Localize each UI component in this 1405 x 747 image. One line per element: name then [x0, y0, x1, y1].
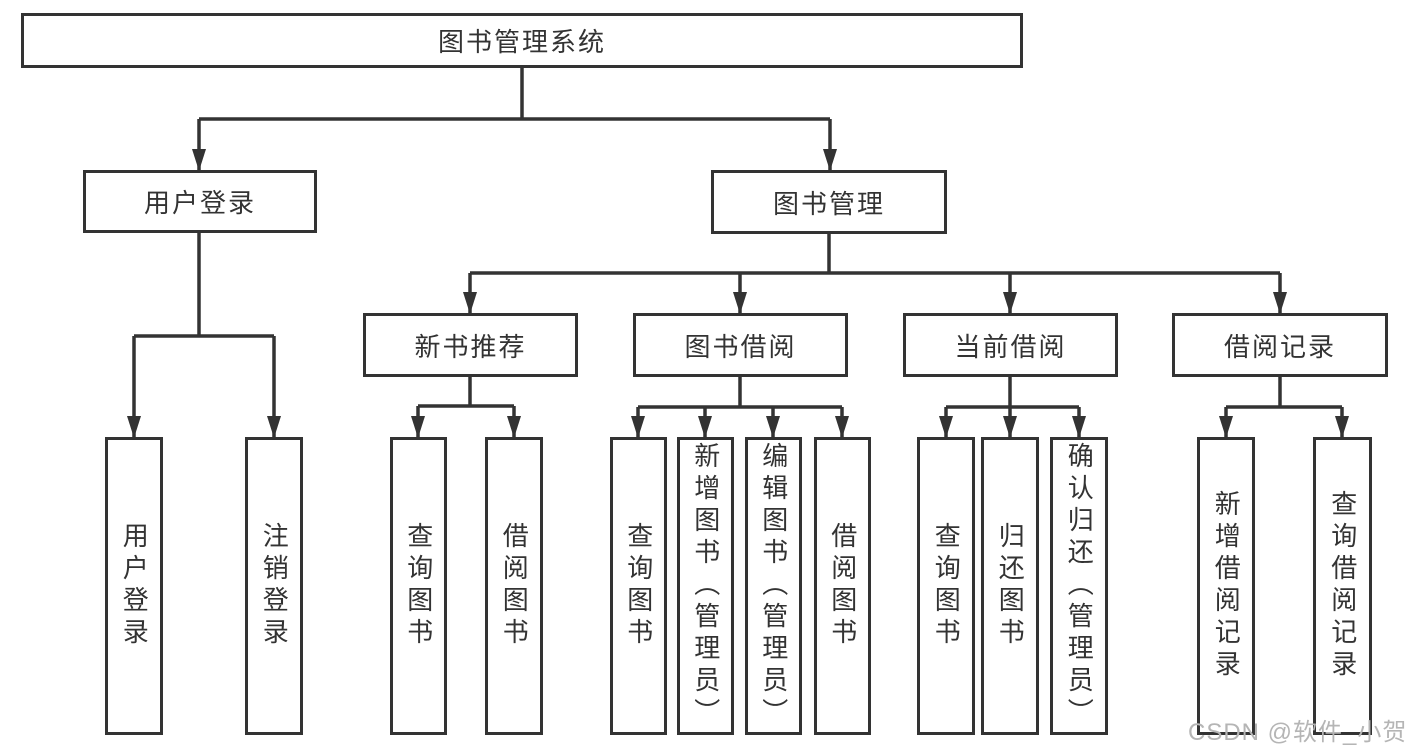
- node-borrowing-records: 借阅记录: [1172, 313, 1388, 377]
- node-root-label: 图书管理系统: [437, 27, 606, 57]
- leaf-newbooks-query-books: 查询图书: [390, 437, 447, 735]
- leaf-borrow-borrow-books: 借阅图书: [814, 437, 871, 735]
- leaf-user-login-label: 用户登录: [119, 522, 150, 650]
- leaf-current-return-books: 归还图书: [981, 437, 1039, 735]
- leaf-records-add-record-label: 新增借阅记录: [1211, 490, 1242, 682]
- node-current-borrowing-label: 当前借阅: [954, 331, 1067, 362]
- leaf-user-login: 用户登录: [105, 437, 163, 735]
- node-borrowing-records-label: 借阅记录: [1223, 331, 1336, 362]
- leaf-borrow-add-books-admin: 新增图书（管理员）: [677, 437, 734, 735]
- leaf-current-query-books-label: 查询图书: [931, 522, 962, 650]
- leaf-borrow-add-books-admin-label: 新增图书（管理员）: [690, 442, 721, 730]
- leaf-borrow-query-books: 查询图书: [610, 437, 667, 735]
- node-user-login: 用户登录: [83, 170, 317, 233]
- leaf-borrow-edit-books-admin-label: 编辑图书（管理员）: [758, 442, 789, 730]
- leaf-borrow-query-books-label: 查询图书: [623, 522, 654, 650]
- node-new-book-recommend: 新书推荐: [363, 313, 578, 377]
- leaf-current-query-books: 查询图书: [917, 437, 975, 735]
- leaf-newbooks-borrow-books-label: 借阅图书: [499, 522, 530, 650]
- node-current-borrowing: 当前借阅: [903, 313, 1118, 377]
- leaf-logout-label: 注销登录: [259, 522, 290, 650]
- node-book-borrowing: 图书借阅: [633, 313, 848, 377]
- leaf-current-confirm-return-admin: 确认归还（管理员）: [1050, 437, 1108, 735]
- csdn-watermark: CSDN @软件_小贺同学: [1188, 719, 1405, 746]
- elbow-connectors: [134, 67, 1342, 409]
- node-root: 图书管理系统: [21, 13, 1023, 68]
- leaf-current-return-books-label: 归还图书: [995, 522, 1026, 650]
- node-book-borrowing-label: 图书借阅: [684, 331, 797, 362]
- leaf-borrow-borrow-books-label: 借阅图书: [827, 522, 858, 650]
- leaf-records-query-record-label: 查询借阅记录: [1327, 490, 1358, 682]
- leaf-current-confirm-return-admin-label: 确认归还（管理员）: [1064, 442, 1095, 730]
- leaf-newbooks-query-books-label: 查询图书: [403, 522, 434, 650]
- leaf-records-query-record: 查询借阅记录: [1313, 437, 1372, 735]
- node-new-book-recommend-label: 新书推荐: [414, 331, 527, 362]
- leaf-logout: 注销登录: [245, 437, 303, 735]
- leaf-borrow-edit-books-admin: 编辑图书（管理员）: [745, 437, 802, 735]
- leaf-newbooks-borrow-books: 借阅图书: [485, 437, 543, 735]
- node-book-management: 图书管理: [711, 170, 947, 234]
- arrow-connectors: [127, 119, 1349, 438]
- node-book-management-label: 图书管理: [772, 188, 885, 219]
- leaf-records-add-record: 新增借阅记录: [1197, 437, 1255, 735]
- node-user-login-label: 用户登录: [143, 188, 256, 218]
